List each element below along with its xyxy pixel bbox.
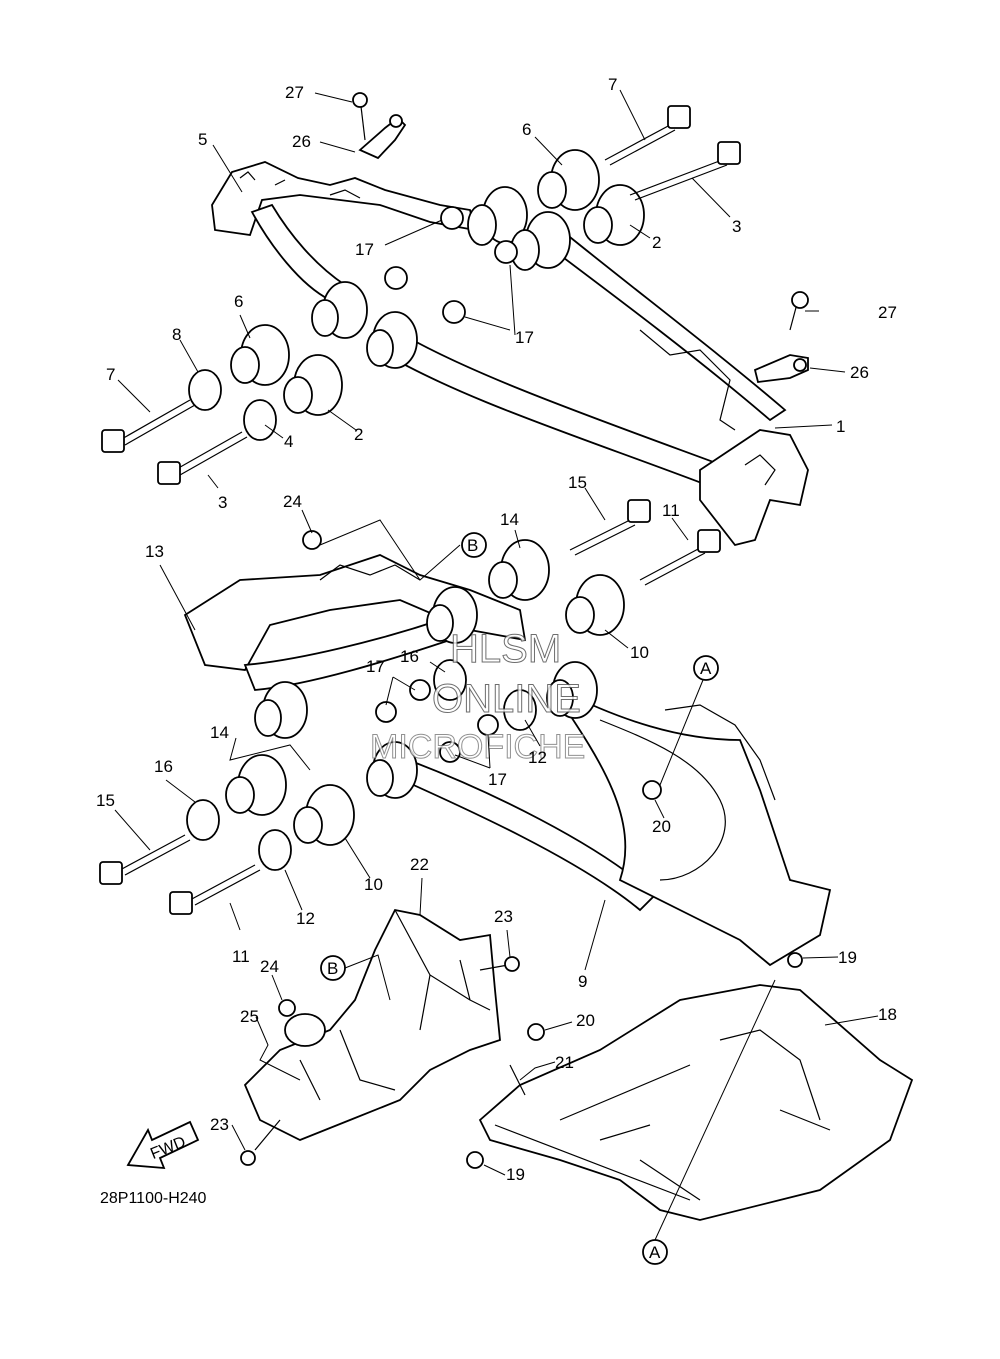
leader-lines: [114, 89, 879, 1241]
callout-7: 7: [106, 365, 115, 384]
callout-10: 10: [364, 875, 383, 894]
upper-hardware: [101, 92, 809, 485]
callout-14: 14: [210, 723, 229, 742]
callout-8: 8: [172, 325, 181, 344]
callout-20: 20: [652, 817, 671, 836]
callout-24: 24: [283, 492, 302, 511]
callout-2: 2: [354, 425, 363, 444]
callout-24: 24: [260, 957, 279, 976]
callout-21: 21: [555, 1053, 574, 1072]
callout-1: 1: [836, 417, 845, 436]
callout-15: 15: [568, 473, 587, 492]
callout-2: 2: [652, 233, 661, 252]
watermark: HLSM ONLINE MICROFICHE: [370, 627, 586, 767]
callout-3: 3: [732, 217, 741, 236]
callout-17: 17: [515, 328, 534, 347]
callout-16: 16: [400, 647, 419, 666]
callout-26: 26: [850, 363, 869, 382]
callout-11: 11: [232, 947, 250, 966]
lower-hardware: [99, 499, 721, 915]
callout-16: 16: [154, 757, 173, 776]
guard-22: [240, 908, 520, 1166]
fwd-arrow-icon: FWD: [126, 1120, 200, 1170]
callout-27: 27: [878, 303, 897, 322]
callout-14: 14: [500, 510, 519, 529]
callout-12: 12: [296, 909, 315, 928]
callout-20: 20: [576, 1011, 595, 1030]
ref-b-upper: B: [467, 536, 478, 555]
callout-6: 6: [234, 292, 243, 311]
callout-27: 27: [285, 83, 304, 102]
ref-b-lower: B: [327, 959, 338, 978]
callout-17: 17: [366, 657, 385, 676]
callout-23: 23: [210, 1115, 229, 1134]
ref-a-upper: A: [700, 659, 712, 678]
callout-19: 19: [838, 948, 857, 967]
watermark-line-1: HLSM: [450, 627, 561, 671]
callout-12: 12: [528, 748, 547, 767]
ref-a-lower: A: [649, 1243, 661, 1262]
callout-17: 17: [488, 770, 507, 789]
callout-18: 18: [878, 1005, 897, 1024]
callout-3: 3: [218, 493, 227, 512]
callout-7: 7: [608, 75, 617, 94]
reference-markers: B A B A: [320, 532, 719, 1265]
callout-15: 15: [96, 791, 115, 810]
upper-arm-assembly: [211, 161, 809, 547]
callout-6: 6: [522, 120, 531, 139]
callout-19: 19: [506, 1165, 525, 1184]
guard-18: [466, 952, 914, 1221]
callout-9: 9: [578, 972, 587, 991]
callout-23: 23: [494, 907, 513, 926]
callout-26: 26: [292, 132, 311, 151]
watermark-line-3: MICROFICHE: [370, 728, 585, 766]
callout-13: 13: [145, 542, 164, 561]
callout-labels: 27 26 5 6 7 3 2 17 17 27 26 1 6 8 7 4 2 …: [96, 75, 897, 1184]
callout-25: 25: [240, 1007, 259, 1026]
callout-10: 10: [630, 643, 649, 662]
callout-17: 17: [355, 240, 374, 259]
callout-4: 4: [284, 432, 293, 451]
diagram-code: 28P1100-H240: [100, 1190, 207, 1207]
lower-arm-assembly: [183, 554, 832, 967]
callout-5: 5: [198, 130, 207, 149]
callout-22: 22: [410, 855, 429, 874]
watermark-line-2: ONLINE: [432, 677, 581, 721]
callout-11: 11: [662, 501, 680, 520]
